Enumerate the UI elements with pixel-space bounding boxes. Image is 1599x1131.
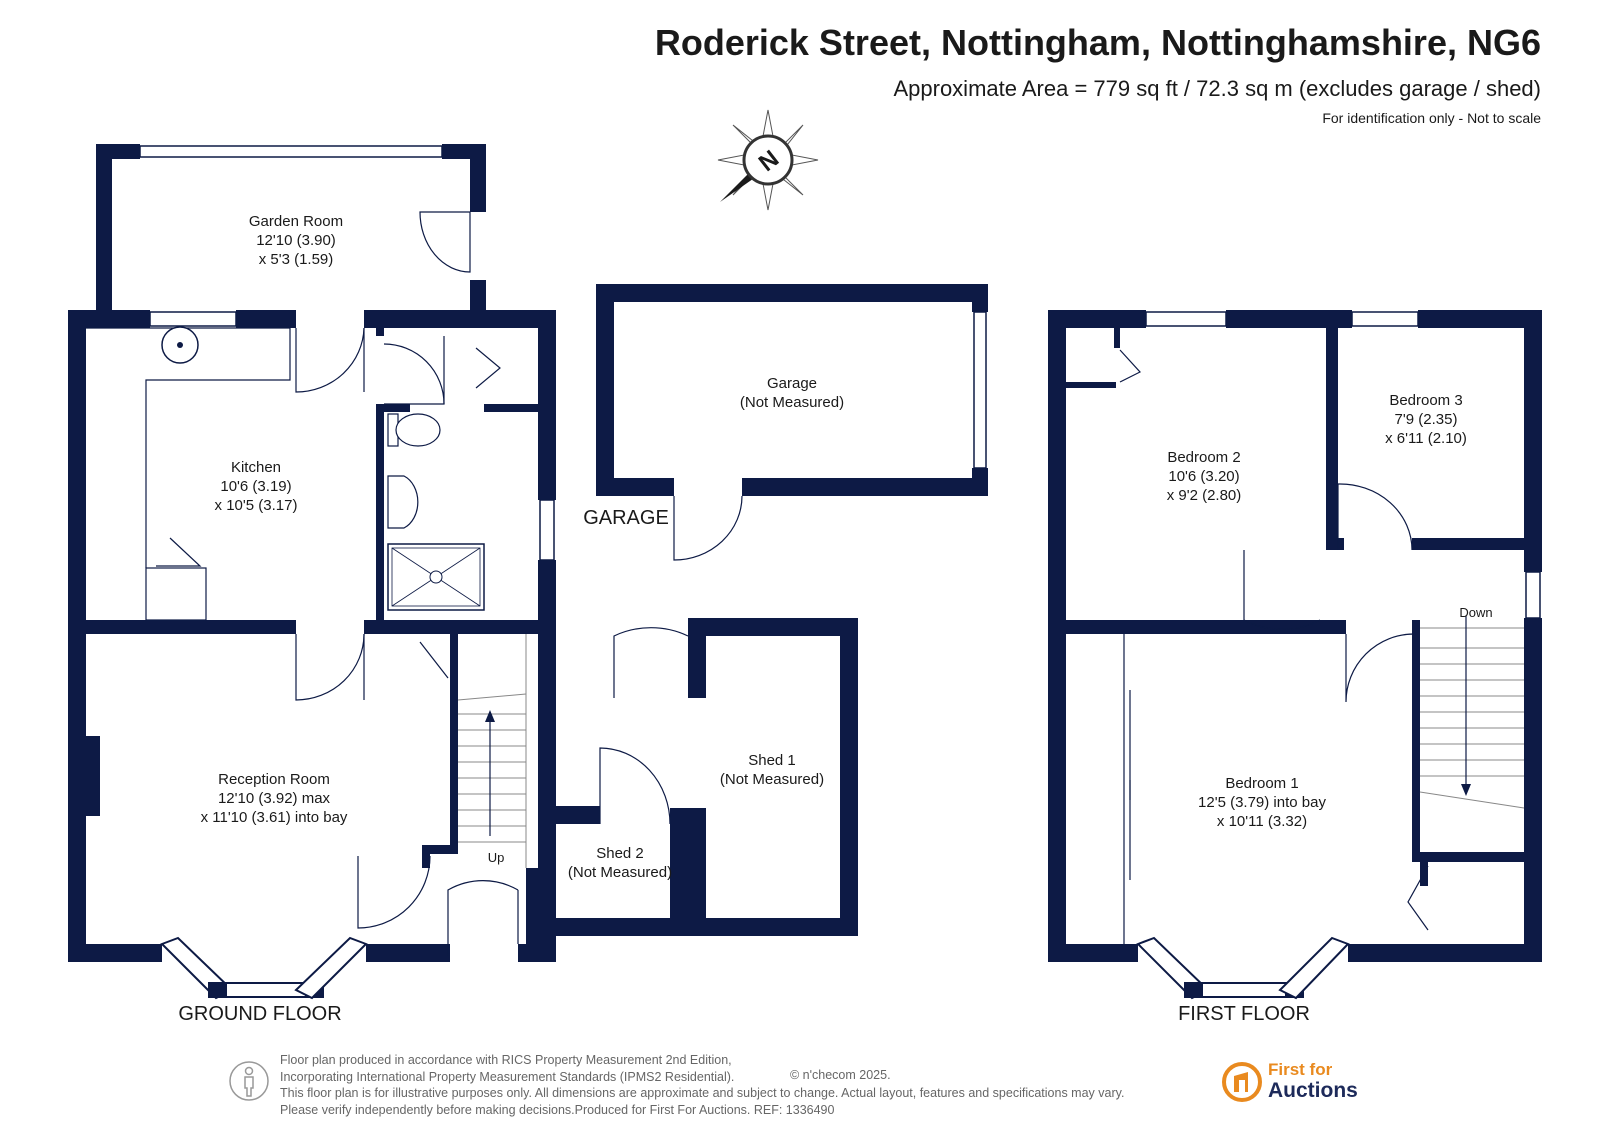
stairs-first — [1419, 627, 1525, 809]
approximate-area: Approximate Area = 779 sq ft / 72.3 sq m… — [893, 76, 1541, 101]
svg-text:12'10 (3.92) max: 12'10 (3.92) max — [218, 790, 331, 807]
footer-line-3: This floor plan is for illustrative purp… — [280, 1086, 1125, 1100]
kitchen-worktop — [86, 327, 291, 621]
footer-line-1: Floor plan produced in accordance with R… — [280, 1053, 732, 1067]
svg-text:7'9 (2.35): 7'9 (2.35) — [1395, 411, 1458, 428]
bedroom1-label: Bedroom 1 12'5 (3.79) into bay x 10'11 (… — [1198, 775, 1326, 830]
page-title: Roderick Street, Nottingham, Nottinghams… — [654, 22, 1541, 63]
footer-line-2: Incorporating International Property Mea… — [280, 1069, 735, 1084]
svg-text:x 10'11 (3.32): x 10'11 (3.32) — [1217, 813, 1307, 830]
garage-label: Garage (Not Measured) — [740, 375, 844, 411]
brand-name-line1: First for — [1268, 1060, 1333, 1079]
footer-line-4: Please verify independently before makin… — [280, 1102, 835, 1117]
svg-text:(Not Measured): (Not Measured) — [740, 394, 844, 411]
svg-text:x 9'2 (2.80): x 9'2 (2.80) — [1167, 487, 1242, 504]
garden-room-label: Garden Room 12'10 (3.90) x 5'3 (1.59) — [249, 213, 343, 268]
svg-text:Garden Room: Garden Room — [249, 213, 343, 230]
svg-text:(Not Measured): (Not Measured) — [720, 771, 824, 788]
garage-floor-label: GARAGE — [583, 507, 669, 529]
svg-text:10'6 (3.19): 10'6 (3.19) — [220, 478, 291, 495]
stairs-down-label: Down — [1459, 605, 1492, 620]
brand-logo-icon — [1222, 1062, 1262, 1102]
stairs-up-label: Up — [488, 850, 505, 865]
svg-text:Garage: Garage — [767, 375, 817, 392]
identification-note: For identification only - Not to scale — [1322, 110, 1541, 126]
svg-text:Bedroom 3: Bedroom 3 — [1389, 392, 1462, 409]
windows — [139, 145, 1541, 619]
brand-name-line2: Auctions — [1268, 1079, 1358, 1102]
svg-text:12'5 (3.79) into bay: 12'5 (3.79) into bay — [1198, 794, 1326, 811]
reception-room-label: Reception Room 12'10 (3.92) max x 11'10 … — [201, 771, 348, 826]
bedroom3-label: Bedroom 3 7'9 (2.35) x 6'11 (2.10) — [1385, 392, 1467, 447]
svg-text:x 11'10 (3.61) into bay: x 11'10 (3.61) into bay — [201, 809, 348, 826]
footer-disclaimer: Floor plan produced in accordance with R… — [280, 1052, 1200, 1118]
shed1-label: Shed 1 (Not Measured) — [720, 752, 824, 788]
basin-icon — [387, 475, 419, 529]
shed2-label: Shed 2 (Not Measured) — [568, 845, 672, 881]
svg-text:(Not Measured): (Not Measured) — [568, 864, 672, 881]
bay-windows — [160, 936, 1350, 1000]
compass-icon: N — [717, 109, 819, 211]
person-icon — [229, 1061, 269, 1101]
svg-text:Shed 1: Shed 1 — [748, 752, 796, 769]
svg-text:x 10'5 (3.17): x 10'5 (3.17) — [215, 497, 298, 514]
svg-text:Reception Room: Reception Room — [218, 771, 330, 788]
svg-text:x 5'3 (1.59): x 5'3 (1.59) — [259, 251, 334, 268]
brand-logo: First for Auctions — [1222, 1060, 1382, 1106]
door-swings — [156, 211, 1429, 956]
first-floor-label: FIRST FLOOR — [1178, 1003, 1310, 1025]
ground-floor-label: GROUND FLOOR — [178, 1003, 341, 1025]
walls — [68, 144, 1542, 962]
bedroom2-label: Bedroom 2 10'6 (3.20) x 9'2 (2.80) — [1167, 449, 1242, 504]
toilet-icon — [387, 413, 441, 447]
svg-text:Shed 2: Shed 2 — [596, 845, 644, 862]
svg-text:x 6'11 (2.10): x 6'11 (2.10) — [1385, 430, 1467, 447]
kitchen-label: Kitchen 10'6 (3.19) x 10'5 (3.17) — [215, 459, 298, 514]
stairs-down-arrow — [1461, 616, 1471, 796]
stairs-ground — [457, 634, 527, 868]
svg-text:Kitchen: Kitchen — [231, 459, 281, 476]
copyright: © nʹchecom 2025. — [790, 1068, 891, 1082]
svg-text:Bedroom 2: Bedroom 2 — [1167, 449, 1240, 466]
sink-icon — [161, 326, 199, 364]
shower-icon — [387, 543, 485, 611]
wardrobe — [1123, 634, 1131, 944]
svg-text:Bedroom 1: Bedroom 1 — [1225, 775, 1298, 792]
svg-text:10'6 (3.20): 10'6 (3.20) — [1168, 468, 1239, 485]
stairs-up-arrow — [485, 710, 495, 836]
svg-text:12'10 (3.90): 12'10 (3.90) — [256, 232, 336, 249]
